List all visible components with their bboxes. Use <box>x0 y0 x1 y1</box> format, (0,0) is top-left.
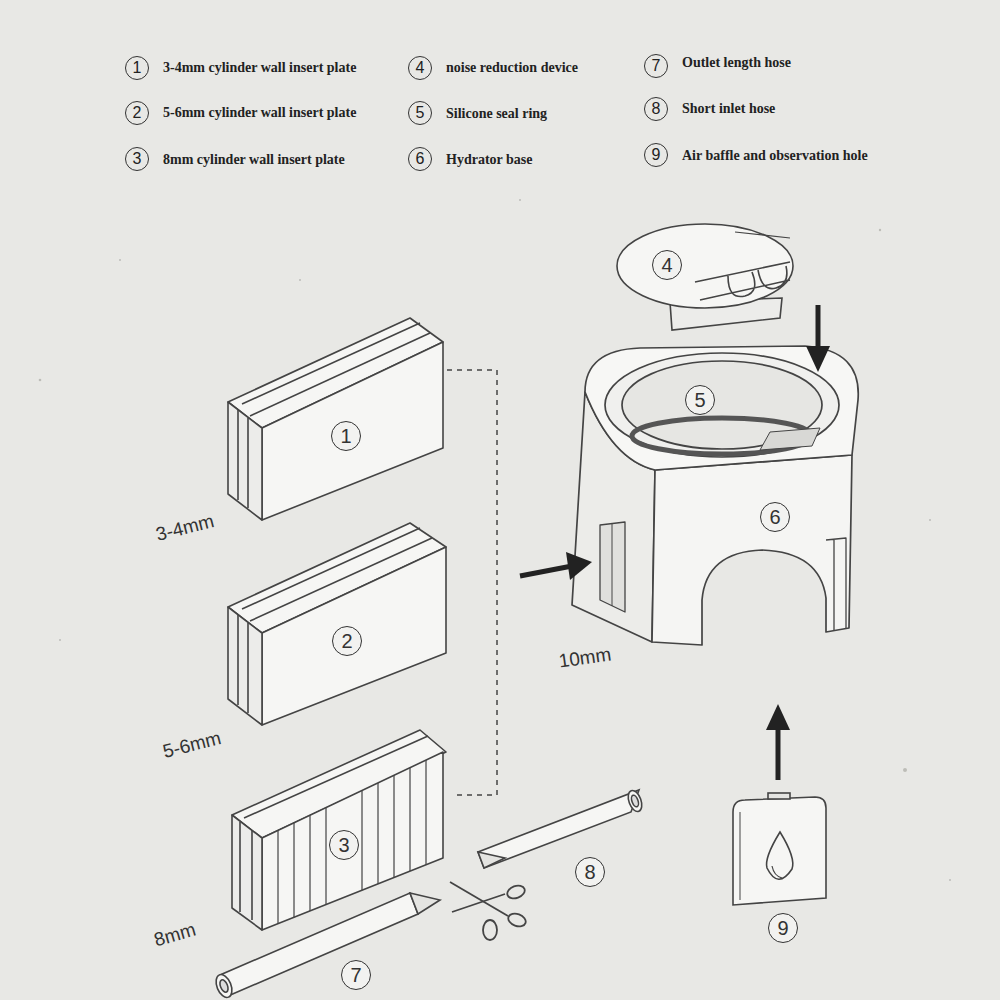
key-number: 7 <box>644 54 668 78</box>
callout-number: 6 <box>760 502 790 532</box>
callout-number: 3 <box>329 830 359 860</box>
key-text: 5-6mm cylinder wall insert plate <box>163 105 356 121</box>
key-number: 1 <box>125 56 149 80</box>
callout-number: 9 <box>768 913 798 943</box>
scissors <box>450 882 528 940</box>
short-inlet-hose <box>478 789 644 868</box>
dimension-label: 10mm <box>557 643 612 672</box>
callout-number: 4 <box>652 250 682 280</box>
key-number: 6 <box>408 147 432 171</box>
dimension-label: 8mm <box>152 919 199 952</box>
key-number: 4 <box>408 56 432 80</box>
key-number: 5 <box>408 101 432 125</box>
dimension-label: 5-6mm <box>161 727 224 763</box>
key-text: Silicone seal ring <box>446 106 547 122</box>
outlet-hose <box>213 893 440 1000</box>
key-number: 8 <box>644 97 668 121</box>
air-baffle <box>733 793 826 905</box>
key-text: 3-4mm cylinder wall insert plate <box>163 60 356 76</box>
dimension-label: 3-4mm <box>154 510 217 546</box>
noise-reduction-device <box>617 224 793 330</box>
insert-plate-5-6mm <box>228 523 446 725</box>
key-text: 8mm cylinder wall insert plate <box>163 152 345 168</box>
callout-number: 7 <box>341 960 371 990</box>
callout-number: 1 <box>331 421 361 451</box>
key-text: Short inlet hose <box>682 101 775 117</box>
insert-plate-8mm <box>232 730 446 930</box>
assembly-arrows <box>520 305 830 780</box>
insert-plate-3-4mm <box>228 318 443 520</box>
key-text: Outlet length hose <box>682 55 791 71</box>
key-number: 2 <box>125 101 149 125</box>
key-number: 3 <box>125 147 149 171</box>
key-number: 9 <box>644 143 668 167</box>
key-text: Hydrator base <box>446 152 532 168</box>
callout-number: 8 <box>575 857 605 887</box>
hydrator-base <box>572 346 858 645</box>
callout-number: 2 <box>332 626 362 656</box>
key-text: noise reduction device <box>446 60 578 76</box>
callout-number: 5 <box>685 385 715 415</box>
key-text: Air baffle and observation hole <box>682 148 868 164</box>
dashed-bracket <box>447 370 497 795</box>
paper-speckles <box>39 199 951 881</box>
